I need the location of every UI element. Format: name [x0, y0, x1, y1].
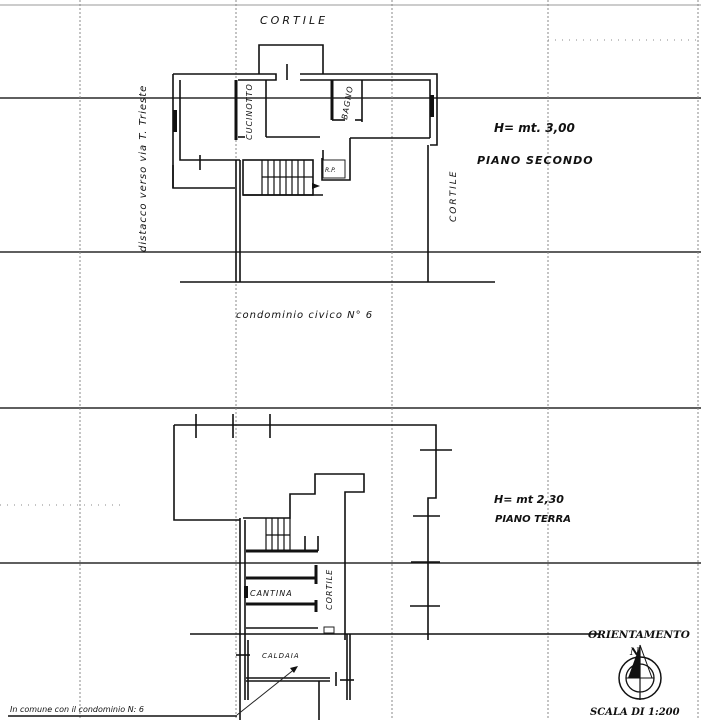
orientation-label: ORIENTAMENTO	[588, 629, 691, 641]
kitchenette-label: CUCINOTTO	[245, 83, 254, 140]
upper-height-label: H= mt. 3,00	[494, 121, 575, 135]
north-letter: N	[629, 647, 640, 658]
orientation-compass	[618, 644, 662, 700]
cellar-label: CANTINA	[250, 589, 293, 598]
condominium-label: condominio civico N° 6	[236, 310, 373, 321]
lower-floor-name: PIANO TERRA	[495, 514, 571, 525]
boiler-label: CALDAIA	[262, 652, 300, 660]
lower-courtyard-label: CORTILE	[325, 569, 334, 610]
lower-height-label: H= mt 2,30	[494, 493, 564, 506]
upper-floor-name: PIANO SECONDO	[477, 154, 594, 167]
shared-note-label: In comune con il condominio N: 6	[10, 705, 144, 714]
upper-floor-plan	[172, 44, 495, 283]
lower-floor-plan	[8, 414, 600, 720]
upper-top-courtyard-label: CORTILE	[260, 14, 328, 27]
north-arrow-icon	[628, 645, 640, 678]
closet-label: R.P.	[325, 167, 336, 174]
upper-right-courtyard-label: CORTILE	[449, 170, 459, 222]
bathroom-label: BAGNO	[340, 85, 355, 120]
scale-label: SCALA DI 1:200	[590, 707, 680, 718]
upper-left-street-label: distacco verso via T. Trieste	[138, 85, 149, 252]
